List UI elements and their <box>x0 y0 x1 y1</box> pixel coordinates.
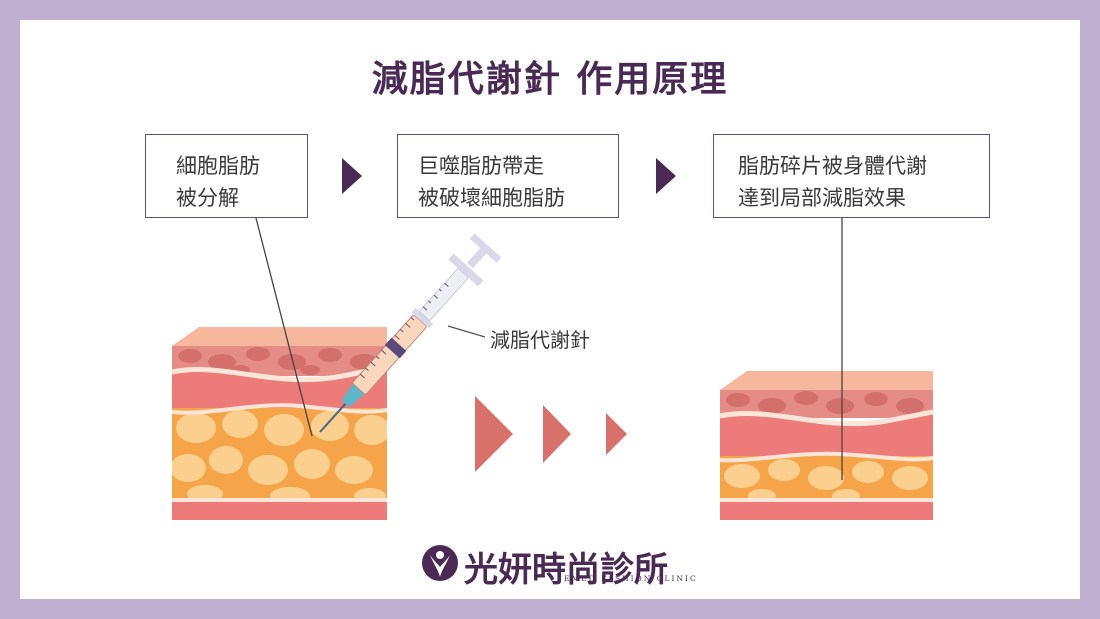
step-1-line-1: 細胞脂肪 <box>176 154 260 178</box>
step-3-line-1: 脂肪碎片被身體代謝 <box>738 154 927 178</box>
step-2-line-1: 巨噬脂肪帶走 <box>418 154 544 178</box>
syringe-label-leader <box>447 325 486 338</box>
step-box-2: 巨噬脂肪帶走 被破壞細胞脂肪 <box>397 134 619 218</box>
step-1-leader <box>255 217 313 437</box>
step-arrow-1 <box>342 158 362 194</box>
step-arrow-2 <box>656 158 676 194</box>
syringe-icon <box>319 233 502 433</box>
skin-block-before <box>171 327 388 520</box>
transition-arrow-small <box>606 413 627 455</box>
step-3-line-2: 達到局部減脂效果 <box>738 186 906 210</box>
logo-mark-icon <box>422 545 458 581</box>
logo-sub-text: EMED FASHION CLINIC <box>564 574 698 583</box>
step-box-3: 脂肪碎片被身體代謝 達到局部減脂效果 <box>713 134 990 218</box>
syringe-label: 減脂代謝針 <box>490 328 590 352</box>
transition-arrow-medium <box>543 405 571 463</box>
skin-block-after <box>719 371 934 520</box>
transition-arrow-large <box>475 396 513 472</box>
step-box-1: 細胞脂肪 被分解 <box>145 134 308 218</box>
page-title: 減脂代謝針 作用原理 <box>371 59 729 100</box>
step-2-line-2: 被破壞細胞脂肪 <box>418 186 565 210</box>
logo-brand-text: 光妍時尚診所 <box>464 550 668 590</box>
step-1-line-2: 被分解 <box>176 186 239 210</box>
